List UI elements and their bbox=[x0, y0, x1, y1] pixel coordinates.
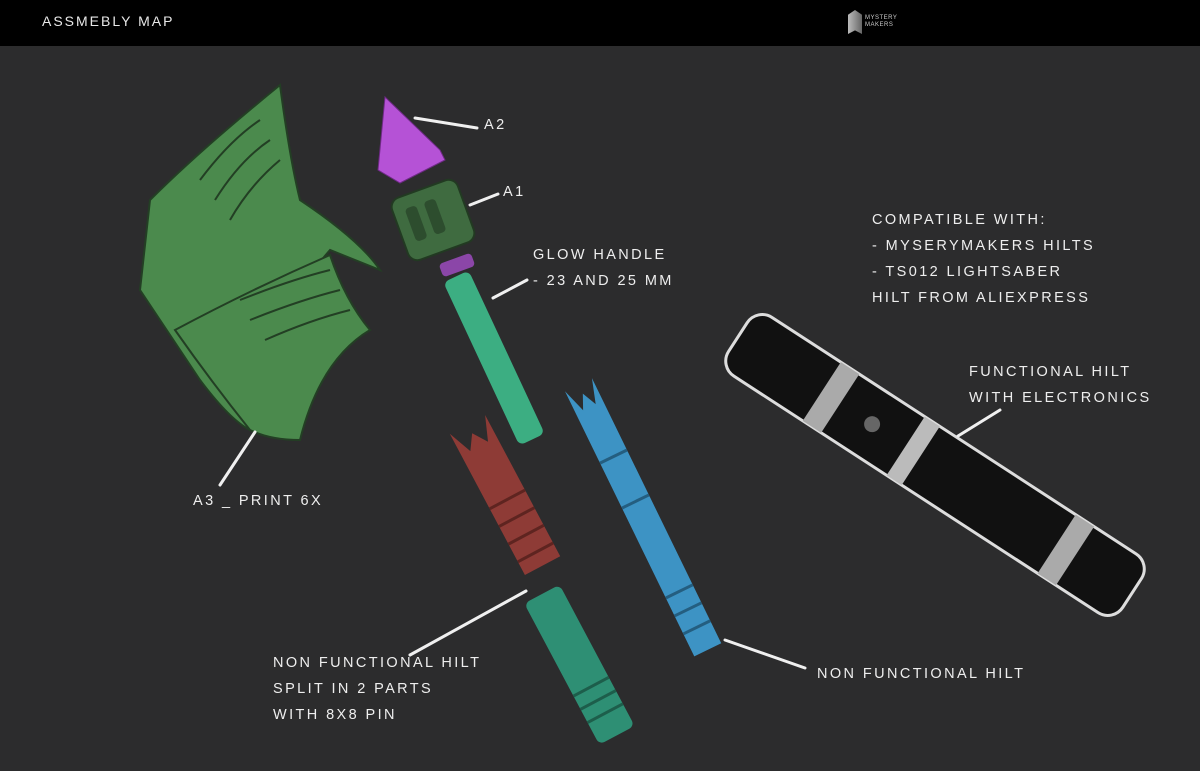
logo-line-1: MYSTERY bbox=[865, 15, 898, 21]
compatible-line-4: hilt from Aliexpress bbox=[872, 290, 1091, 306]
logo-icon bbox=[848, 10, 862, 34]
label-glow-handle: Glow handle - 23 and 25 mm bbox=[533, 242, 674, 294]
leader-lines bbox=[218, 116, 1002, 670]
functional-hilt-image bbox=[724, 313, 1146, 617]
a2-cone-part bbox=[377, 95, 446, 184]
page-title: Assmebly map bbox=[42, 13, 175, 29]
blue-hilt-part bbox=[564, 378, 722, 657]
glow-handle-line-1: Glow handle bbox=[533, 247, 667, 263]
compatible-line-2: - Myserymakers hilts bbox=[872, 238, 1096, 254]
label-a2: A2 bbox=[484, 117, 507, 133]
logo-line-2: MAKERS bbox=[865, 22, 894, 28]
compatible-line-3: - TS012 lightsaber bbox=[872, 264, 1063, 280]
a3-fins-part bbox=[138, 83, 383, 442]
compatible-line-1: Compatible with: bbox=[872, 212, 1047, 228]
functional-hilt-line-1: Functional hilt bbox=[969, 364, 1132, 380]
functional-hilt-line-2: with electronics bbox=[969, 390, 1152, 406]
red-hilt-upper-part bbox=[449, 414, 561, 576]
teal-hilt-lower-part bbox=[526, 586, 633, 743]
split-line-3: with 8x8 pin bbox=[273, 707, 397, 723]
label-a3: A3 _ print 6x bbox=[193, 493, 324, 509]
label-a1: A1 bbox=[503, 184, 526, 200]
glow-handle-part bbox=[445, 272, 543, 444]
purple-ring-part bbox=[439, 253, 475, 277]
label-compatible: Compatible with: - Myserymakers hilts - … bbox=[872, 207, 1095, 311]
glow-handle-line-2: - 23 and 25 mm bbox=[533, 273, 674, 289]
split-line-1: Non functional hilt bbox=[273, 655, 482, 671]
label-non-functional-split: Non functional hilt split in 2 parts wit… bbox=[273, 650, 481, 728]
a1-coupler-part bbox=[390, 178, 476, 262]
label-functional-hilt: Functional hilt with electronics bbox=[969, 359, 1152, 411]
label-non-functional-hilt: Non functional hilt bbox=[817, 666, 1026, 682]
split-line-2: split in 2 parts bbox=[273, 681, 434, 697]
